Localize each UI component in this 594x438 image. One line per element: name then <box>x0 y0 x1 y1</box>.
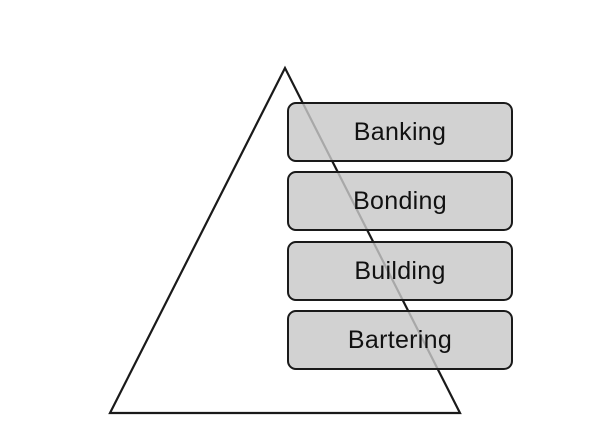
level-label: Bartering <box>347 325 453 354</box>
pyramid-outline <box>108 65 462 415</box>
level-box-bartering: Bartering <box>287 310 513 370</box>
level-label: Bonding <box>353 186 447 215</box>
level-label: Building <box>354 256 446 285</box>
level-box-banking: Banking <box>287 102 513 162</box>
level-label: Banking <box>353 117 447 146</box>
level-box-bonding: Bonding <box>287 171 513 231</box>
level-box-building: Building <box>287 241 513 301</box>
